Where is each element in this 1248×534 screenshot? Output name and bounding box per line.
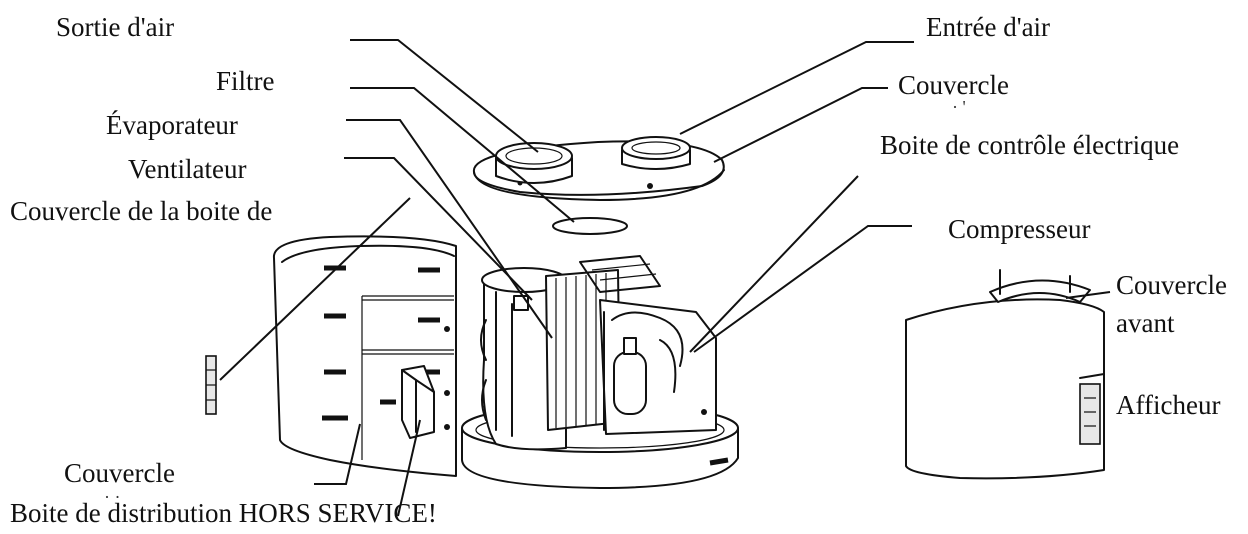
label-fragment-bas: · · bbox=[104, 487, 121, 507]
air-inlet-ring bbox=[621, 136, 691, 170]
fan-housing bbox=[480, 267, 567, 451]
label-couvercle-avant-1: Couvercle bbox=[1116, 270, 1227, 300]
label-filtre: Filtre bbox=[216, 66, 275, 96]
label-couvercle-bas: Couvercle bbox=[64, 458, 175, 488]
filter-disc bbox=[552, 217, 628, 235]
label-entree-air: Entrée d'air bbox=[926, 12, 1051, 42]
label-couvercle-avant-2: avant bbox=[1116, 308, 1175, 338]
label-sortie-air: Sortie d'air bbox=[56, 12, 175, 42]
display-panel bbox=[1079, 383, 1101, 445]
front-cover bbox=[905, 269, 1105, 480]
distribution-box bbox=[401, 365, 435, 439]
label-afficheur: Afficheur bbox=[1116, 390, 1221, 420]
label-compresseur: Compresseur bbox=[948, 214, 1091, 244]
label-evaporateur: Évaporateur bbox=[106, 110, 238, 140]
electrical-box-cover-shell bbox=[272, 235, 457, 477]
label-couvercle-top: Couvercle bbox=[898, 70, 1009, 100]
label-couvercle-boite: Couvercle de la boite de bbox=[10, 196, 273, 226]
label-boite-distribution: Boite de distribution HORS SERVICE! bbox=[10, 498, 437, 528]
compressor bbox=[599, 299, 717, 435]
leader-lines bbox=[219, 39, 1111, 517]
label-ventilateur: Ventilateur bbox=[128, 154, 247, 184]
label-boite-controle: Boite de contrôle électrique bbox=[880, 130, 1180, 160]
label-fragment: · ' bbox=[952, 97, 966, 117]
